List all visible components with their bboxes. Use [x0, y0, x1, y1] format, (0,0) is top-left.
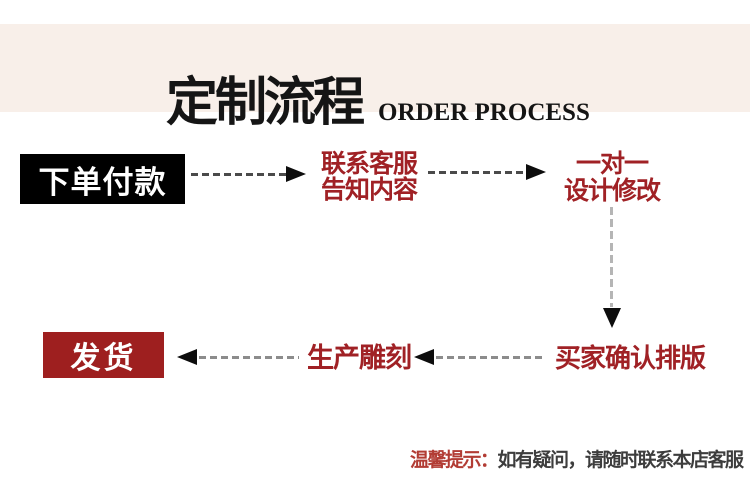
warm-tip: 温馨提示：如有疑问，请随时联系本店客服: [410, 445, 745, 472]
warm-tip-label: 温馨提示：: [410, 450, 499, 471]
arrowhead-down-icon: [603, 308, 621, 328]
step-design-revision: 一对一 设计修改: [542, 151, 682, 205]
arrowhead-right-icon: [526, 164, 546, 180]
step-production-engraving: 生产雕刻: [307, 343, 412, 373]
page-title: 定制流程 ORDER PROCESS: [166, 60, 590, 135]
step-buyer-confirm: 买家确认排版: [554, 343, 706, 373]
warm-tip-text: 如有疑问，请随时联系本店客服: [497, 450, 745, 471]
step-order-payment: 下单付款: [20, 154, 185, 204]
step-design-revision-line2: 设计修改: [563, 177, 661, 205]
step-contact-service: 联系客服 告知内容: [299, 151, 439, 203]
page-title-en: ORDER PROCESS: [378, 99, 590, 126]
arrowhead-left-icon: [177, 349, 197, 365]
dashed-arrow-left-icon: [436, 356, 544, 359]
step-contact-service-line1: 联系客服: [320, 150, 418, 178]
step-shipping: 发货: [43, 332, 164, 378]
arrowhead-left-icon: [414, 349, 434, 365]
page-title-zh: 定制流程: [166, 75, 365, 132]
arrowhead-right-icon: [286, 166, 306, 182]
step-design-revision-line1: 一对一: [575, 150, 649, 178]
header-banner: 定制流程 ORDER PROCESS: [0, 24, 750, 132]
dashed-arrow-right-icon: [428, 171, 526, 174]
dashed-arrow-right-icon: [191, 173, 286, 176]
dashed-arrow-left-icon: [199, 356, 299, 359]
step-contact-service-line2: 告知内容: [320, 176, 418, 204]
dashed-arrow-down-icon: [610, 207, 613, 307]
